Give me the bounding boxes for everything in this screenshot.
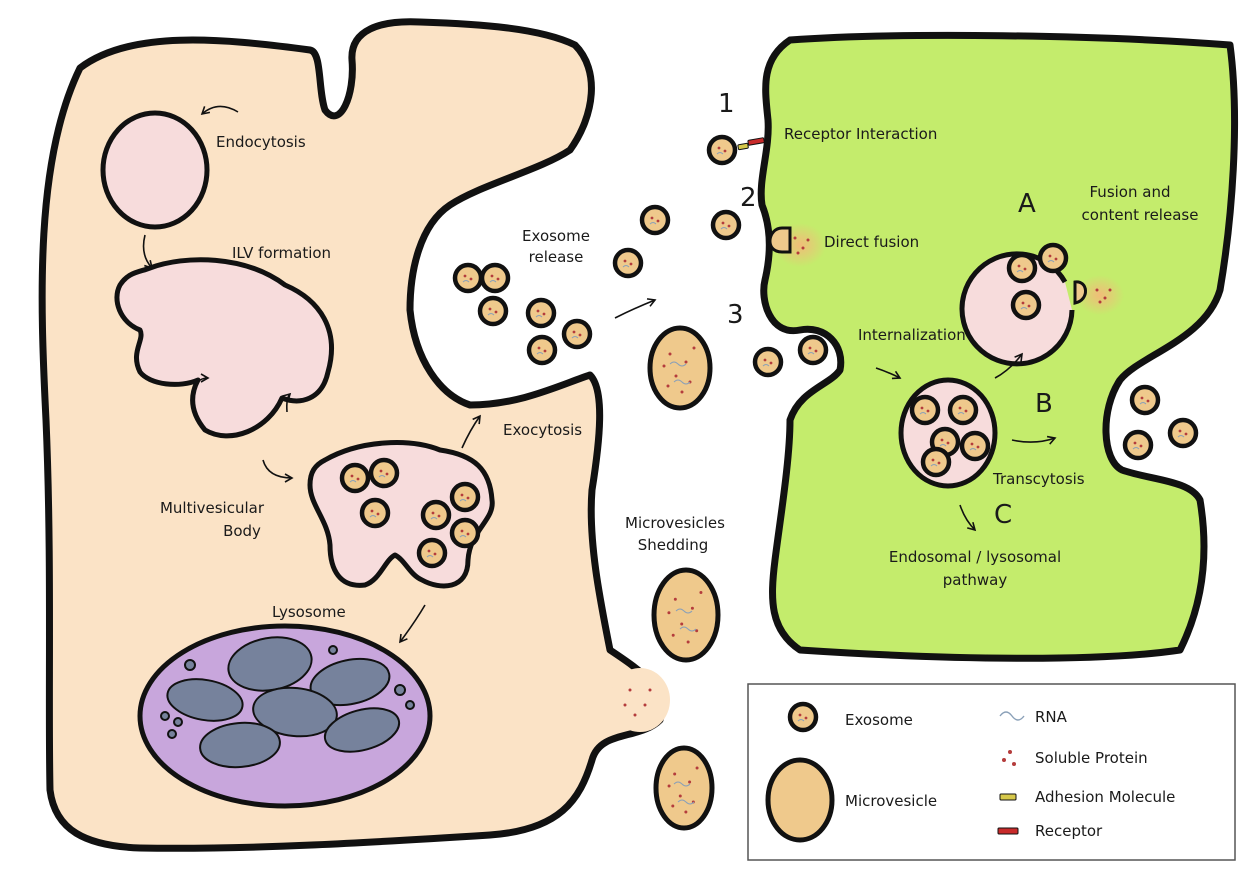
exosome [1013, 292, 1039, 318]
exosome [800, 337, 826, 363]
legend-exosome-label: Exosome [845, 711, 913, 729]
label-receptor-interaction: Receptor Interaction [784, 125, 937, 143]
label-endocytosis: Endocytosis [216, 133, 306, 151]
exosome [1009, 255, 1035, 281]
legend-adhesion-label: Adhesion Molecule [1035, 788, 1175, 806]
label-mvb-2: Body [223, 522, 261, 540]
exosome [950, 397, 976, 423]
legend-microvesicle-label: Microvesicle [845, 792, 937, 810]
label-endosomal-1: Endosomal / lysosomal [889, 548, 1061, 566]
label-exosome-release-2: release [529, 248, 584, 266]
exosome [1125, 432, 1151, 458]
exosome [480, 298, 506, 324]
label-exocytosis: Exocytosis [503, 421, 582, 439]
label-mv-shedding-2: Shedding [638, 536, 709, 554]
exosome [529, 337, 555, 363]
label-exosome-release-1: Exosome [522, 227, 590, 245]
exosome [362, 500, 388, 526]
label-transcytosis: Transcytosis [992, 470, 1085, 488]
budding-microvesicle [610, 668, 670, 732]
exosome [713, 212, 739, 238]
microvesicle-group [610, 328, 718, 828]
label-lysosome: Lysosome [272, 603, 346, 621]
exosome [452, 484, 478, 510]
exosome [455, 265, 481, 291]
exosome [615, 250, 641, 276]
label-internalization: Internalization [858, 326, 966, 344]
marker-b: B [1035, 389, 1053, 419]
label-endosomal-2: pathway [943, 571, 1008, 589]
exosome [528, 300, 554, 326]
exosome [452, 520, 478, 546]
marker-2: 2 [740, 183, 757, 213]
microvesicle [650, 328, 710, 408]
marker-3: 3 [727, 300, 744, 330]
legend-receptor-icon [998, 828, 1018, 834]
legend-receptor-label: Receptor [1035, 822, 1103, 840]
marker-c: C [994, 500, 1012, 530]
exosome [371, 460, 397, 486]
marker-1: 1 [718, 89, 735, 119]
exosome [342, 465, 368, 491]
exosome [419, 540, 445, 566]
legend-protein-label: Soluble Protein [1035, 749, 1148, 767]
exosome [1040, 245, 1066, 271]
exosome [1132, 387, 1158, 413]
legend-microvesicle-icon [768, 760, 832, 840]
label-direct-fusion: Direct fusion [824, 233, 919, 251]
exosome [642, 207, 668, 233]
marker-a: A [1018, 189, 1036, 219]
exosome [709, 137, 735, 163]
exosome [564, 321, 590, 347]
direct-fusion-vesicle [770, 228, 790, 252]
legend-adhesion-icon [1000, 794, 1016, 800]
label-mv-shedding-1: Microvesicles [625, 514, 725, 532]
label-mvb-1: Multivesicular [160, 499, 265, 517]
exosome [1170, 420, 1196, 446]
label-fusion-2: content release [1082, 206, 1199, 224]
adhesion-molecule [738, 143, 749, 150]
exosome [912, 397, 938, 423]
receptor [748, 138, 765, 146]
exosome [923, 449, 949, 475]
legend-rna-label: RNA [1035, 708, 1068, 726]
exosome [755, 349, 781, 375]
legend-exosome-icon [790, 704, 816, 730]
endocytic-vesicle [103, 113, 207, 227]
label-fusion-1: Fusion and [1090, 183, 1171, 201]
microvesicle [656, 748, 712, 828]
exosome [423, 502, 449, 528]
arrow [615, 300, 655, 318]
exosome [482, 265, 508, 291]
exosome [962, 433, 988, 459]
microvesicle [654, 570, 718, 660]
label-ilv-formation: ILV formation [232, 244, 331, 262]
